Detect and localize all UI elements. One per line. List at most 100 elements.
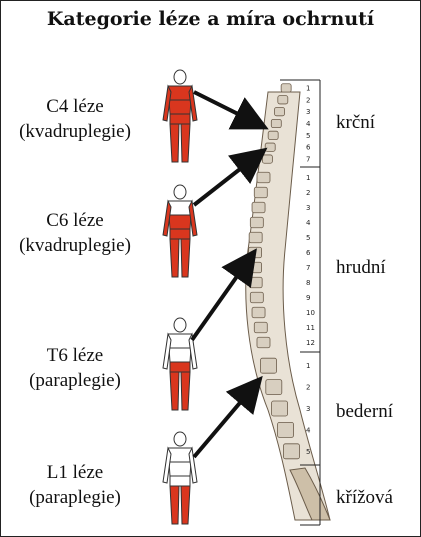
figure-abdomen (169, 100, 191, 114)
vertebra (283, 444, 299, 459)
arrow-c6 (194, 155, 258, 205)
vertebra (260, 358, 276, 373)
vertebra-number: 2 (306, 96, 310, 104)
vertebra-number: 3 (306, 204, 310, 212)
lesion-label-c4: C4 léze (kvadruplegie) (0, 94, 150, 144)
vertebra (252, 202, 265, 213)
vertebra (262, 155, 272, 163)
region-label-lumbar: bederní (336, 401, 393, 423)
vertebra-number: 5 (306, 448, 310, 456)
lesion-name: C6 léze (0, 208, 150, 233)
vertebra (254, 187, 267, 198)
vertebra (249, 277, 262, 288)
body-figures (163, 70, 197, 524)
figure-c6 (163, 185, 197, 277)
vertebra-number: 7 (306, 264, 310, 272)
vertebra-number: 1 (306, 362, 310, 370)
lesion-type: (paraplegie) (0, 368, 150, 393)
lesion-label-c6: C6 léze (kvadruplegie) (0, 208, 150, 258)
spine-illustration (246, 84, 330, 520)
vertebra-number: 5 (306, 132, 310, 140)
region-label-cervical: krční (336, 112, 375, 134)
vertebra (278, 96, 288, 104)
figure-right-leg (181, 486, 190, 524)
figure-left-leg (170, 239, 179, 277)
lesion-type: (paraplegie) (0, 485, 150, 510)
figure-l1 (163, 432, 197, 524)
vertebra-number: 11 (306, 324, 315, 332)
vertebra (254, 322, 267, 333)
vertebra (278, 422, 294, 437)
figure-right-leg (181, 239, 190, 277)
vertebra (266, 380, 282, 395)
vertebra (257, 337, 270, 348)
vertebra-numbers: 123456712345678910111212345 (306, 84, 315, 455)
figure-head (174, 185, 186, 199)
vertebra (272, 401, 288, 416)
arrow-c4 (194, 92, 258, 124)
figure-head (174, 318, 186, 332)
vertebra-number: 10 (306, 309, 315, 317)
figure-chest (168, 448, 192, 462)
vertebra (250, 217, 263, 228)
vertebra-number: 8 (306, 279, 310, 287)
figure-hips (170, 362, 190, 372)
vertebra-number: 4 (306, 120, 311, 128)
region-label-sacral: křížová (336, 487, 393, 509)
lesion-name: L1 léze (0, 460, 150, 485)
vertebra-number: 3 (306, 405, 310, 413)
lesion-name: C4 léze (0, 94, 150, 119)
vertebra-number: 2 (306, 189, 310, 197)
vertebra (257, 172, 270, 183)
vertebra (268, 131, 278, 139)
figure-right-leg (181, 124, 190, 162)
vertebra-number: 6 (306, 144, 311, 152)
figure-left-leg (170, 486, 179, 524)
lesion-label-l1: L1 léze (paraplegie) (0, 460, 150, 510)
figure-abdomen (169, 348, 191, 362)
vertebra-number: 7 (306, 156, 310, 164)
vertebra-number: 4 (306, 426, 311, 434)
figure-abdomen (169, 462, 191, 476)
vertebra (249, 232, 262, 243)
vertebra-number: 5 (306, 234, 310, 242)
figure-c4 (163, 70, 197, 162)
vertebra-number: 2 (306, 384, 310, 392)
vertebra-number: 9 (306, 294, 310, 302)
figure-hips (170, 229, 190, 239)
vertebra (249, 262, 262, 273)
figure-hips (170, 114, 190, 124)
vertebra (249, 247, 262, 258)
vertebra-number: 1 (306, 84, 310, 92)
vertebra (271, 119, 281, 127)
lesion-name: T6 léze (0, 343, 150, 368)
figure-left-leg (170, 124, 179, 162)
vertebra-number: 4 (306, 219, 311, 227)
vertebra (252, 307, 265, 318)
figure-abdomen (169, 215, 191, 229)
diagram-title: Kategorie léze a míra ochrnutí (0, 8, 421, 30)
lesion-label-t6: T6 léze (paraplegie) (0, 343, 150, 393)
vertebra-number: 12 (306, 339, 315, 347)
lesion-type: (kvadruplegie) (0, 233, 150, 258)
vertebra (281, 84, 291, 92)
vertebra (275, 107, 285, 115)
figure-right-leg (181, 372, 190, 410)
figure-left-leg (170, 372, 179, 410)
arrow-l1 (194, 385, 255, 457)
figure-chest (168, 334, 192, 348)
arrow-t6 (192, 258, 250, 340)
figure-hips (170, 476, 190, 486)
figure-head (174, 432, 186, 446)
vertebra (265, 143, 275, 151)
lesion-type: (kvadruplegie) (0, 119, 150, 144)
vertebra (250, 292, 263, 303)
vertebra-number: 3 (306, 108, 310, 116)
figure-chest (168, 201, 192, 215)
vertebra-number: 6 (306, 249, 311, 257)
region-label-thoracic: hrudní (336, 257, 386, 279)
vertebra-number: 1 (306, 174, 310, 182)
figure-t6 (163, 318, 197, 410)
figure-chest (168, 86, 192, 100)
figure-head (174, 70, 186, 84)
